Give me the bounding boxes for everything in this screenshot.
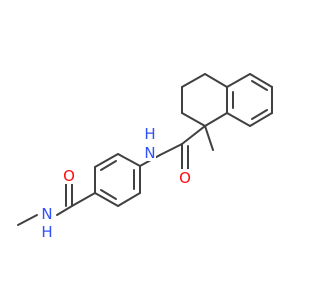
bond [249, 73, 273, 88]
bond [71, 192, 96, 207]
atom-o-amide: O [179, 169, 191, 187]
structure-drawing: N H O O N H [17, 73, 273, 241]
bond [251, 80, 268, 91]
atom-o-benzamide: O [63, 167, 75, 185]
bond-methyl [204, 125, 214, 151]
bond [204, 73, 228, 88]
bond [226, 73, 251, 88]
atom-label-o-benzamide: O [61, 167, 76, 185]
benzamide-group [17, 183, 96, 226]
bond [94, 192, 119, 207]
saturated-ring-tetralin [181, 73, 228, 151]
bond [117, 153, 141, 167]
benzene-ring [94, 153, 141, 207]
aromatic-ring-tetralin [226, 73, 273, 127]
atom-h-methyl: H [41, 223, 52, 241]
atom-label-nh-methyl: N H [41, 205, 55, 241]
bond [117, 192, 141, 207]
bond [251, 109, 268, 120]
atom-label-nh-amide: N H [143, 125, 156, 162]
bond [56, 205, 73, 216]
bond [181, 125, 206, 145]
bond [249, 112, 273, 127]
bond [181, 112, 206, 127]
bond [17, 214, 38, 226]
molecule-diagram: N H O O N H [17, 73, 273, 241]
bond [226, 112, 251, 127]
atom-label-o-amide: O [177, 169, 192, 187]
bond [181, 73, 206, 88]
atom-h-amide: H [144, 125, 155, 143]
bond [100, 189, 117, 200]
bond [159, 143, 183, 156]
atom-n-amide: N [144, 144, 155, 162]
atom-n-methyl: N [41, 205, 52, 223]
bond [94, 153, 119, 168]
bond [100, 160, 117, 171]
bond [204, 112, 228, 127]
